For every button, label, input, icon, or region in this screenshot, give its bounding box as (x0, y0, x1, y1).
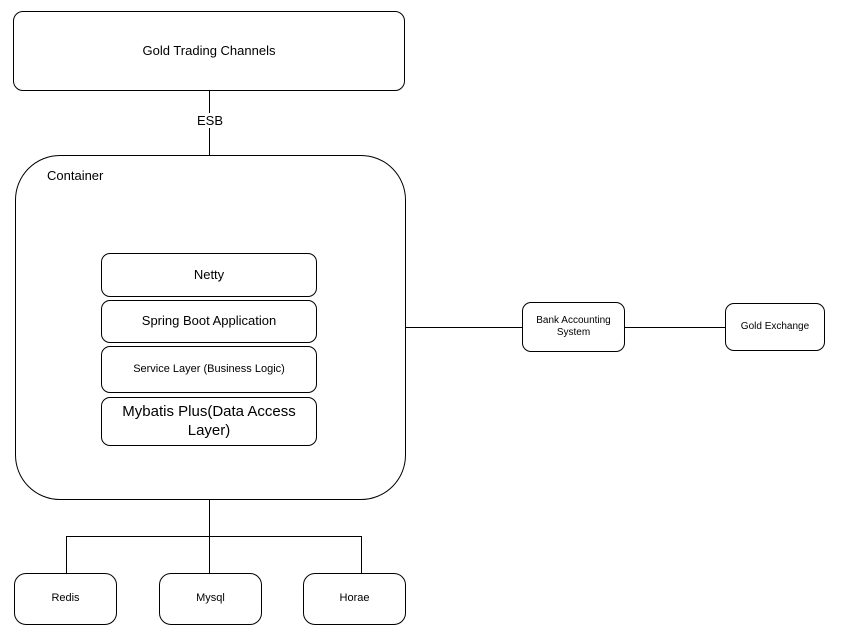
connector-container-to-datastores (209, 500, 210, 536)
node-gold-trading-channels: Gold Trading Channels (13, 11, 405, 91)
node-gold-exchange-label: Gold Exchange (740, 320, 810, 332)
node-container-label: Container (47, 168, 104, 183)
connector-esb-label: ESB (192, 113, 228, 128)
node-netty-label: Netty (193, 266, 225, 282)
node-spring-boot-application-label: Spring Boot Application (141, 313, 277, 329)
connector-drop-horae (361, 536, 362, 573)
node-mybatis-plus-label: Mybatis Plus(Data Access Layer) (122, 402, 296, 439)
node-spring-boot-application: Spring Boot Application (101, 300, 317, 343)
node-mysql: Mysql (159, 573, 262, 625)
node-redis-label: Redis (51, 592, 80, 605)
node-horae: Horae (303, 573, 406, 625)
node-netty: Netty (101, 253, 317, 297)
node-service-layer: Service Layer (Business Logic) (101, 346, 317, 393)
node-gold-trading-channels-label: Gold Trading Channels (142, 42, 276, 58)
node-mybatis-plus: Mybatis Plus(Data Access Layer) (101, 397, 317, 446)
connector-drop-redis (66, 536, 67, 573)
node-bank-accounting-system: Bank Accounting System (522, 302, 625, 352)
node-service-layer-label: Service Layer (Business Logic) (133, 362, 285, 375)
node-bank-accounting-system-label: Bank Accounting System (536, 314, 611, 339)
node-redis: Redis (14, 573, 117, 625)
connector-datastores-horizontal (66, 536, 362, 537)
node-horae-label: Horae (339, 592, 370, 605)
connector-container-to-bank (406, 327, 522, 328)
node-mysql-label: Mysql (196, 592, 225, 605)
connector-drop-mysql (209, 536, 210, 573)
connector-bank-to-exchange (625, 327, 725, 328)
node-gold-exchange: Gold Exchange (725, 303, 825, 351)
